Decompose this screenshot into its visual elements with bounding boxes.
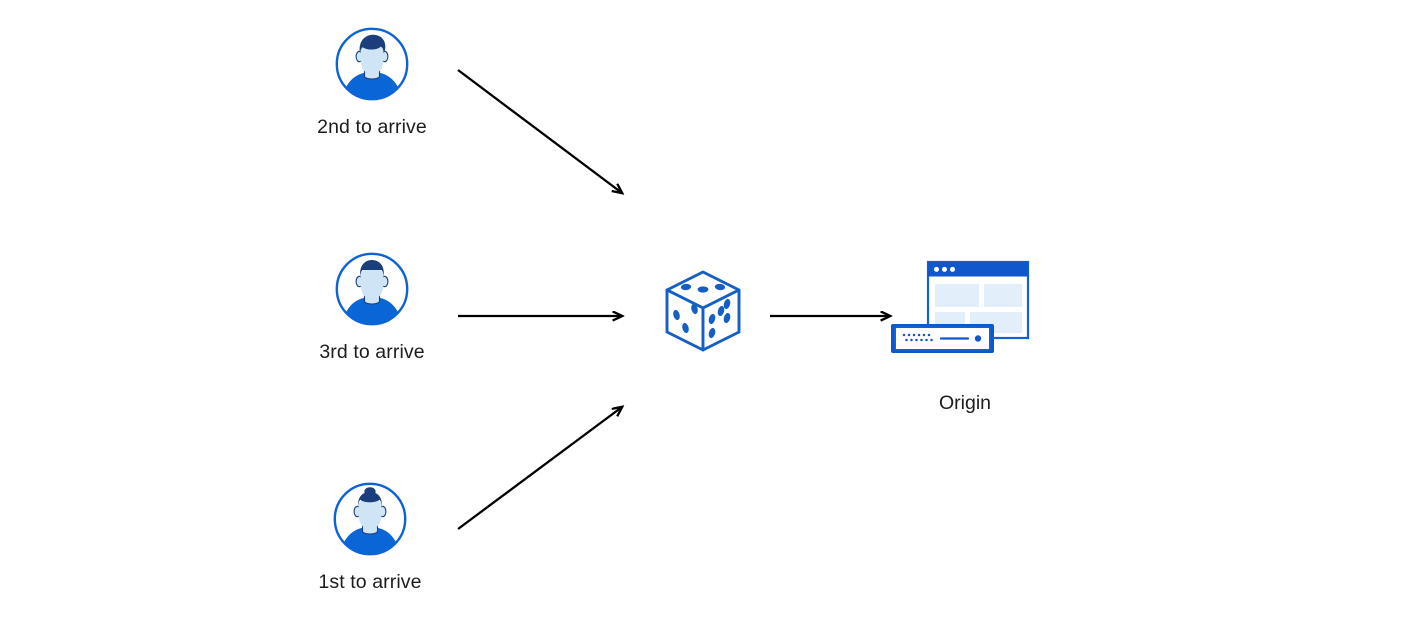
client-label-2nd: 2nd to arrive (317, 116, 427, 138)
client-node-1st[interactable]: 1st to arrive (270, 481, 470, 594)
origin-label: Origin (938, 392, 992, 414)
origin-server-icon (880, 258, 1050, 362)
client-label-3rd: 3rd to arrive (319, 341, 425, 363)
arrow-client-1st-to-dice (457, 407, 622, 530)
user-avatar-icon (334, 26, 410, 102)
client-label-1st: 1st to arrive (318, 571, 422, 593)
user-avatar-icon (332, 481, 408, 557)
server-device-icon (891, 324, 994, 353)
arrow-client-2nd-to-dice (457, 69, 622, 193)
client-node-3rd[interactable]: 3rd to arrive (272, 251, 472, 364)
user-avatar-icon (334, 251, 410, 327)
dice-icon[interactable] (657, 265, 749, 357)
origin-node[interactable]: Origin (880, 258, 1050, 415)
client-node-2nd[interactable]: 2nd to arrive (272, 26, 472, 139)
